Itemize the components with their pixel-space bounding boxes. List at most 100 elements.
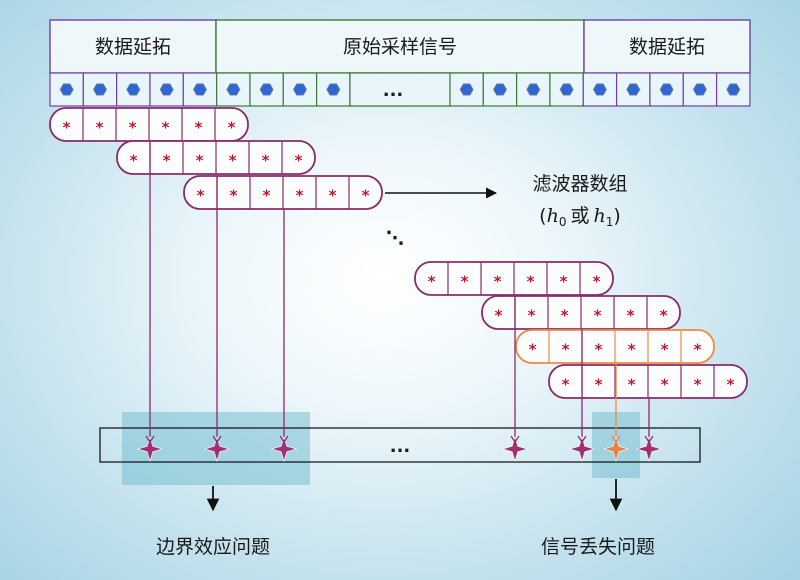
output-point	[203, 435, 231, 463]
filter-row: ******	[183, 175, 383, 210]
filter-coefficient: *	[262, 152, 270, 170]
sample-cell	[516, 72, 551, 107]
sample-hexagon	[659, 83, 674, 96]
filter-coefficient: *	[560, 273, 568, 291]
filter-coefficient: *	[628, 341, 636, 359]
sample-cell	[682, 72, 718, 107]
filter-coefficient: *	[195, 119, 203, 137]
filter-coefficient: *	[162, 119, 170, 137]
sample-hexagon	[193, 83, 207, 96]
sample-cell	[182, 72, 218, 107]
filter-coefficient: *	[295, 152, 303, 170]
filter-coefficient: *	[129, 119, 137, 137]
left-extension-cell	[49, 19, 217, 74]
sample-cell	[582, 72, 618, 107]
filter-row-highlighted: ******	[515, 329, 715, 364]
connector-arrowhead	[510, 435, 520, 444]
sample-hexagon	[259, 83, 274, 96]
filter-coefficient: *	[130, 152, 138, 170]
filter-coefficient: *	[329, 187, 337, 205]
filter-coefficient: *	[528, 307, 536, 325]
filter-coefficient: *	[562, 341, 570, 359]
filter-coefficient: *	[228, 119, 236, 137]
output-point	[568, 435, 596, 463]
sample-hexagon	[726, 83, 741, 96]
sample-cell	[116, 72, 151, 107]
filter-coefficient: *	[96, 119, 104, 137]
connector-arrows	[149, 141, 650, 438]
sample-hexagon	[626, 83, 641, 96]
filter-row: ******	[548, 364, 748, 399]
filter-coefficient: *	[263, 187, 271, 205]
sample-cell	[82, 72, 118, 107]
signal-loss-label: 信号丢失问题	[541, 536, 655, 558]
sample-hexagon	[592, 83, 607, 96]
sample-ellipsis-cell	[349, 72, 451, 107]
right-extension-cell	[583, 19, 751, 74]
sample-row	[49, 72, 751, 107]
filter-coefficient: *	[495, 307, 503, 325]
sample-cell	[715, 72, 751, 107]
filter-row: ******	[414, 261, 614, 296]
original-signal-label: 原始采样信号	[343, 36, 457, 58]
filter-coefficient: *	[428, 273, 436, 291]
sample-hexagon	[559, 83, 574, 96]
sample-hexagon	[526, 83, 541, 96]
filter-row: * * * * * *	[49, 107, 249, 142]
filter-coefficient: *	[595, 376, 603, 394]
original-signal-cell	[215, 19, 585, 74]
filter-coefficient: *	[196, 152, 204, 170]
filter-array-title: 滤波器数组	[532, 173, 627, 195]
filter-coefficient: *	[727, 376, 735, 394]
sample-cell	[216, 72, 251, 107]
filter-coefficient: *	[628, 376, 636, 394]
output-points	[136, 435, 663, 463]
output-point	[136, 435, 164, 463]
sample-hexagon	[459, 83, 474, 96]
filter-coefficient: *	[527, 273, 535, 291]
sample-hexagon	[59, 83, 74, 96]
sample-cell	[649, 72, 684, 107]
filter-coefficient: *	[529, 341, 537, 359]
filter-coefficient: *	[63, 119, 71, 137]
output-bar	[99, 427, 701, 463]
connector-arrowhead	[145, 435, 155, 444]
filter-coefficient: *	[593, 273, 601, 291]
filter-coefficient: *	[461, 273, 469, 291]
connector-arrowhead	[611, 435, 621, 444]
filter-coefficient: *	[561, 307, 569, 325]
sample-cell	[282, 72, 318, 107]
filter-coefficient: *	[661, 341, 669, 359]
filter-coefficient: *	[230, 187, 238, 205]
connector-arrowhead	[279, 435, 289, 444]
filter-coefficient: *	[660, 307, 668, 325]
sample-hexagon	[493, 83, 507, 96]
boundary-effect-label: 边界效应问题	[156, 536, 270, 558]
output-point	[501, 435, 529, 463]
sample-cell	[49, 72, 84, 107]
filter-coefficient: *	[229, 152, 237, 170]
left-extension-label: 数据延拓	[95, 36, 171, 58]
filter-diagonal-ellipsis: ⋱	[386, 228, 404, 249]
connector-arrowhead	[212, 435, 222, 444]
sample-cell	[616, 72, 651, 107]
filter-coefficient: *	[694, 341, 702, 359]
sample-hexagon	[159, 83, 174, 96]
filter-rows: ****************************************…	[49, 107, 748, 399]
sample-cell	[316, 72, 351, 107]
connector-arrowhead	[644, 435, 654, 444]
output-point	[270, 435, 298, 463]
sample-cell	[482, 72, 518, 107]
sample-cell	[449, 72, 484, 107]
output-ellipsis: ...	[390, 436, 411, 457]
filter-coefficient: *	[362, 187, 370, 205]
filter-coefficient: *	[661, 376, 669, 394]
filter-coefficient: *	[594, 307, 602, 325]
filter-row: ******	[481, 295, 681, 330]
sample-cell	[149, 72, 184, 107]
sample-hexagon	[692, 83, 707, 96]
filter-coefficient: *	[197, 187, 205, 205]
